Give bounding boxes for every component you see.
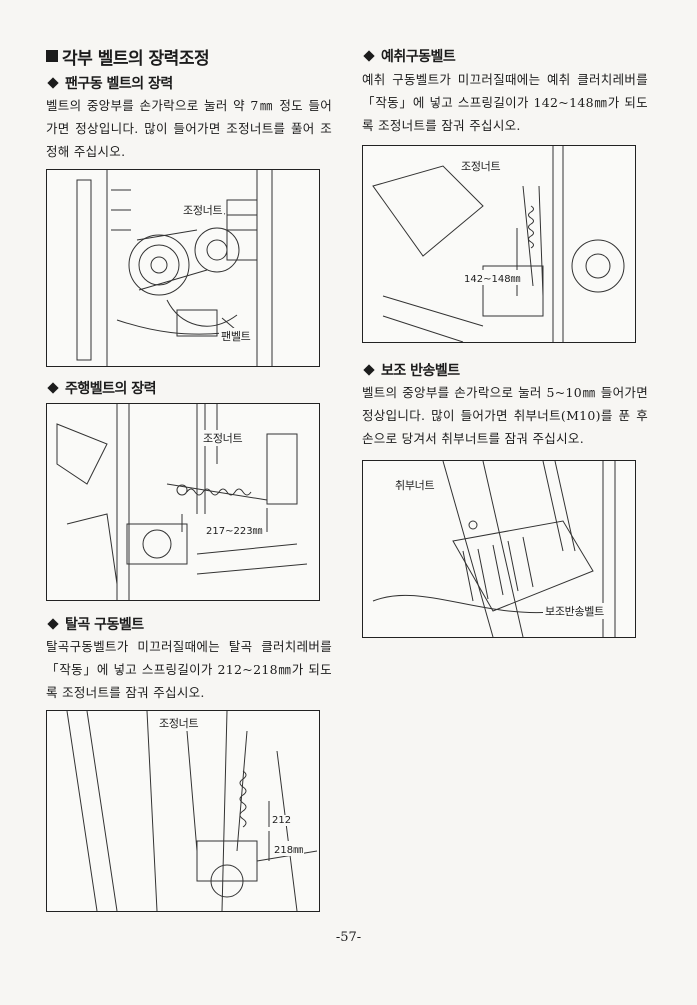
threshing-belt-figure: 조정너트 212 218㎜ (46, 710, 320, 912)
threshing-belt-text: 탈곡구동벨트가 미끄러질때에는 탈곡 클러치레버를 「작동」에 넣고 스프링길이… (46, 639, 332, 700)
diamond-bullet-icon (363, 50, 375, 62)
threshing-fig-nut-label: 조정너트 (157, 715, 201, 731)
reaping-belt-title: 예취구동벨트 (381, 49, 456, 65)
fan-fig-nut-label: 조정너트 (181, 202, 225, 218)
aux-belt-figure: 취부너트 보조반송벨트 (362, 460, 636, 638)
travel-fig-nut-label: 조정너트 (201, 430, 245, 446)
section-title: 각부 벨트의 장력조정 (46, 44, 332, 69)
aux-fig-nut-label: 취부너트 (393, 477, 437, 493)
reaping-fig-nut-label: 조정너트 (459, 158, 503, 174)
diamond-bullet-icon (363, 364, 375, 376)
square-bullet-icon (46, 50, 58, 62)
aux-fig-belt-label: 보조반송벨트 (543, 603, 606, 619)
threshing-belt-illustration (66, 711, 318, 911)
travel-belt-figure: 조정너트 217~223㎜ (46, 403, 320, 601)
threshing-fig-dim-a: 212 (271, 815, 293, 826)
fan-belt-figure: 조정너트 팬벨트 (46, 169, 320, 367)
aux-belt-text: 벨트의 중앙부를 손가락으로 눌러 5~10㎜ 들어가면 정상입니다. 많이 들… (362, 385, 648, 446)
fan-belt-title: 팬구동 벨트의 장력 (65, 76, 173, 92)
reaping-fig-dimension: 142~148㎜ (463, 270, 522, 285)
fan-belt-illustration (76, 170, 273, 366)
aux-belt-heading: 보조 반송벨트 (362, 359, 648, 381)
reaping-belt-text: 예취 구동벨트가 미끄러질때에는 예취 클러치레버를 「작동」에 넣고 스프링길… (362, 72, 648, 133)
aux-belt-title: 보조 반송벨트 (381, 363, 460, 379)
reaping-belt-heading: 예취구동벨트 (362, 44, 648, 68)
travel-belt-title: 주행벨트의 장력 (65, 381, 157, 397)
travel-belt-heading: 주행벨트의 장력 (46, 377, 332, 399)
left-column: 각부 벨트의 장력조정 팬구동 벨트의 장력 벨트의 중앙부를 손가락으로 눌러… (46, 44, 332, 912)
section-title-text: 각부 벨트의 장력조정 (62, 48, 210, 69)
reaping-belt-illustration (372, 146, 625, 342)
threshing-belt-heading: 탈곡 구동벨트 (46, 613, 332, 635)
fan-fig-belt-label: 팬벨트 (219, 328, 253, 344)
diamond-bullet-icon (47, 77, 59, 89)
reaping-belt-figure: 조정너트 142~148㎜ (362, 145, 636, 343)
travel-belt-illustration (56, 404, 308, 600)
right-column: 예취구동벨트 예취 구동벨트가 미끄러질때에는 예취 클러치레버를 「작동」에 … (362, 44, 648, 638)
threshing-fig-dim-b: 218㎜ (273, 841, 305, 856)
threshing-belt-title: 탈곡 구동벨트 (65, 617, 144, 633)
fan-belt-heading: 팬구동 벨트의 장력 (46, 72, 332, 94)
diamond-bullet-icon (47, 618, 59, 630)
diamond-bullet-icon (47, 382, 59, 394)
fan-belt-text: 벨트의 중앙부를 손가락으로 눌러 약 7㎜ 정도 들어가면 정상입니다. 많이… (46, 98, 332, 159)
travel-fig-dimension: 217~223㎜ (205, 522, 264, 537)
page-number: -57- (335, 930, 362, 945)
